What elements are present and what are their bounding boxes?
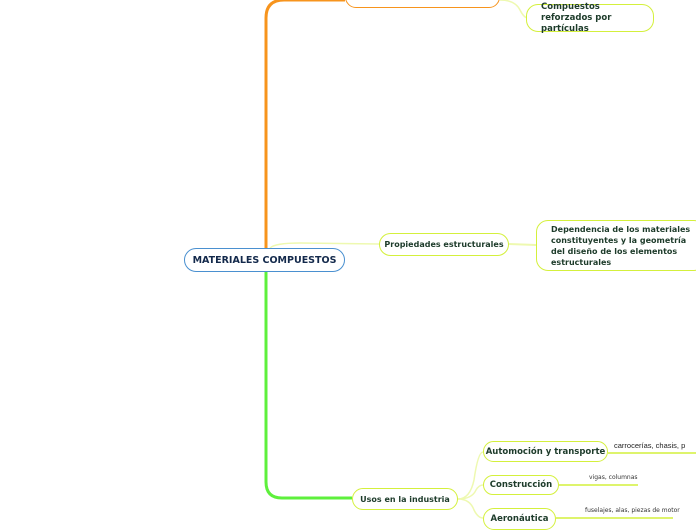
node-automocion[interactable]: Automoción y transporte xyxy=(483,441,608,462)
top-branch-node[interactable] xyxy=(345,0,500,8)
detail-construccion: vigas, columnas xyxy=(589,474,638,481)
detail-aeronautica: fuselajes, alas, piezas de motor xyxy=(585,507,680,514)
detail-automocion: carrocerías, chasis, p xyxy=(614,441,686,450)
node-compuestos-reforzados[interactable]: Compuestos reforzados por partículas xyxy=(526,2,654,34)
node-usos-industria[interactable]: Usos en la industria xyxy=(352,488,458,510)
node-construccion[interactable]: Construcción xyxy=(483,475,559,495)
node-propiedades-estructurales[interactable]: Propiedades estructurales xyxy=(379,233,509,256)
node-dependencia[interactable]: Dependencia de los materiales constituye… xyxy=(536,220,696,271)
node-aeronautica[interactable]: Aeronáutica xyxy=(483,508,556,530)
central-topic[interactable]: MATERIALES COMPUESTOS xyxy=(184,248,345,272)
